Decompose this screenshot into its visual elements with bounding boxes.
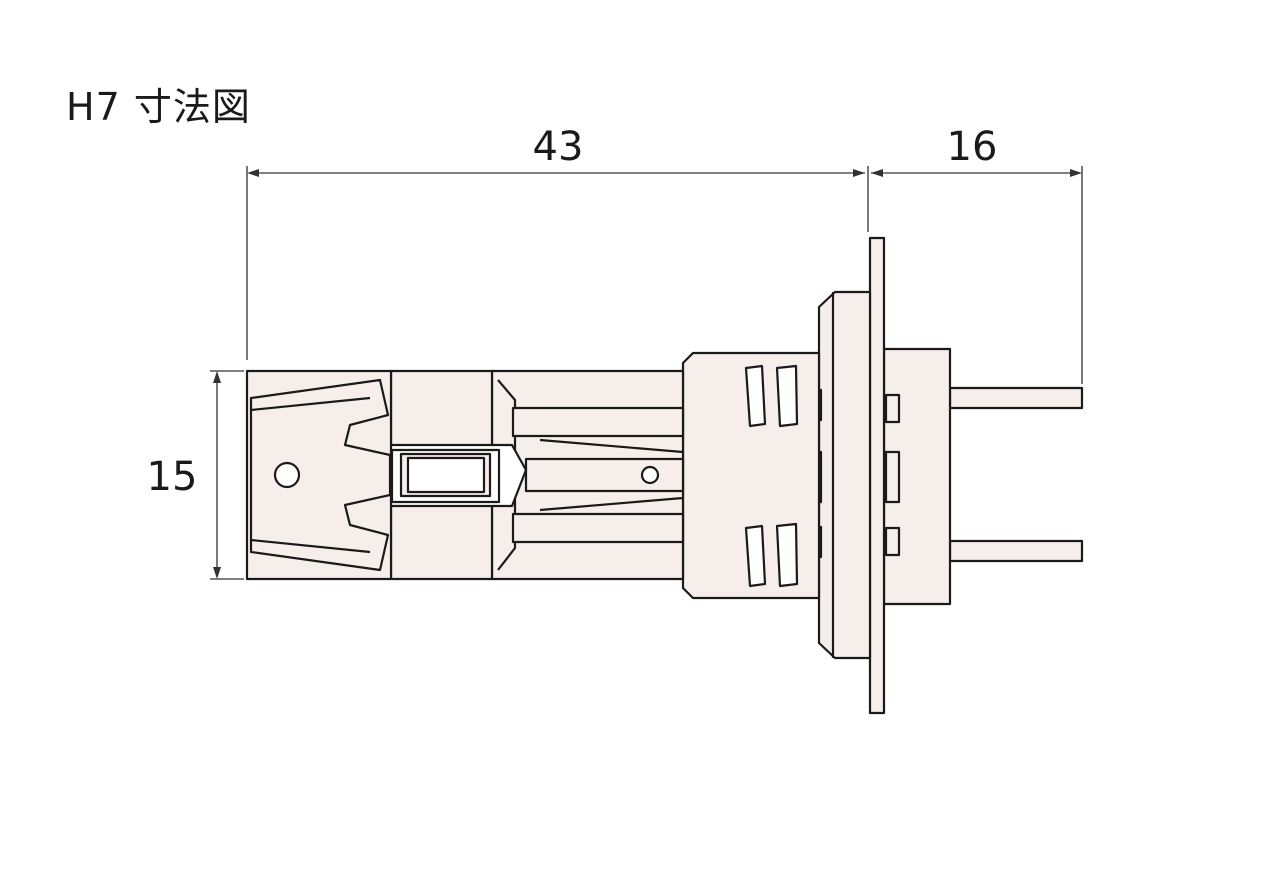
- collar: [681, 351, 821, 600]
- dimension-43-label: 43: [533, 124, 584, 170]
- bulb-tip: [245, 369, 393, 581]
- tip-hole-icon: [273, 461, 301, 489]
- dimension-16-label: 16: [947, 124, 998, 170]
- dimension-43: 43: [246, 124, 869, 360]
- plug-housing: [882, 347, 952, 606]
- screw-hole-icon: [640, 465, 660, 485]
- led-body: [368, 369, 528, 581]
- dimension-16: 16: [871, 124, 1083, 384]
- flange: [809, 236, 886, 715]
- dimension-15-label: 15: [147, 454, 198, 500]
- diagram-title: H7 寸法図: [66, 85, 251, 129]
- bulb-pins: [948, 386, 1084, 563]
- dimension-15: 15: [147, 370, 244, 580]
